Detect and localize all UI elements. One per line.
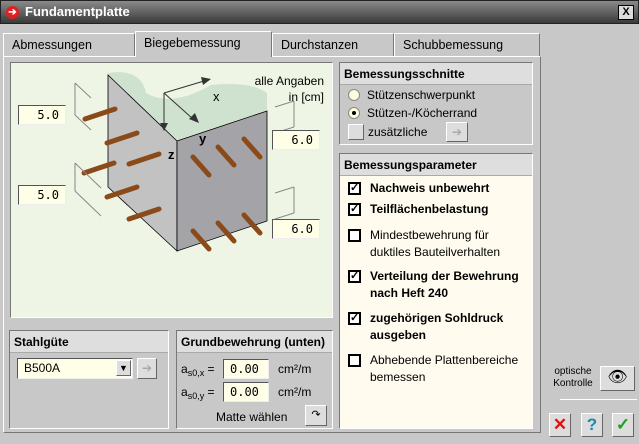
checkbox-checked-icon: ✓ <box>348 182 361 195</box>
chevron-down-icon[interactable]: ▼ <box>116 360 131 376</box>
dim-input-1[interactable]: 5.0 <box>18 105 66 125</box>
divider <box>560 399 637 400</box>
radio-rand[interactable] <box>348 107 360 119</box>
matte-label: Matte wählen <box>216 410 288 424</box>
matte-select-button[interactable]: ↷ <box>305 405 327 426</box>
axes <box>163 80 205 125</box>
zusaetzliche-label: zusätzliche <box>368 125 428 139</box>
radio-schwerpunkt-label: Stützenschwerpunkt <box>367 88 476 102</box>
checkbox-checked-icon: ✓ <box>348 312 361 325</box>
note-line-1: alle Angaben <box>254 74 324 88</box>
axis-y-label: y <box>199 131 207 146</box>
axis-z-label: z <box>168 147 175 162</box>
dim-input-2[interactable]: 5.0 <box>18 185 66 205</box>
radio-schwerpunkt[interactable] <box>348 89 360 101</box>
tab-schubbemessung[interactable]: Schubbemessung <box>394 33 540 57</box>
schnitte-title: Bemessungsschnitte <box>340 63 532 85</box>
rebars <box>81 106 263 252</box>
tab-durchstanzen[interactable]: Durchstanzen <box>272 33 394 57</box>
tab-panel <box>3 56 541 433</box>
help-button[interactable]: ? <box>581 413 603 437</box>
asx-label: as0,x = <box>181 362 215 378</box>
zusaetzliche-arrow-button[interactable]: ➔ <box>446 122 468 142</box>
check-icon: ✓ <box>615 415 631 434</box>
asy-input[interactable]: 0.00 <box>223 382 269 402</box>
stahlguete-value: B500A <box>24 361 61 375</box>
stahlguete-title: Stahlgüte <box>10 331 168 353</box>
asy-label: as0,y = <box>181 385 215 401</box>
asy-unit: cm²/m <box>278 385 312 399</box>
units-note: alle Angaben in [cm] <box>255 73 324 105</box>
asx-unit: cm²/m <box>278 362 312 376</box>
window-title: Fundamentplatte <box>25 4 130 19</box>
apply-arrow-button[interactable]: ➔ <box>137 358 157 379</box>
parameter-group: Bemessungsparameter ✓Nachweis unbewehrt … <box>339 153 533 429</box>
stahlguete-select[interactable]: B500A ▼ <box>17 358 133 379</box>
radio-rand-label: Stützen-/Köcherrand <box>367 106 478 120</box>
axis-x-label: x <box>213 89 220 104</box>
figure-panel: x y z alle Angaben in [cm] 5.0 5.0 6.0 6… <box>10 62 333 318</box>
grundbewehrung-title: Grundbewehrung (unten) <box>177 331 332 353</box>
ok-button[interactable]: ✓ <box>612 413 634 437</box>
checkbox-empty-icon <box>348 354 361 367</box>
dim-input-4[interactable]: 6.0 <box>272 219 320 239</box>
asx-input[interactable]: 0.00 <box>223 359 269 379</box>
tab-biegebemessung[interactable]: Biegebemessung <box>135 31 272 57</box>
axis-arrows <box>160 77 211 131</box>
parameter-title: Bemessungsparameter <box>340 154 532 176</box>
question-icon: ? <box>586 415 598 434</box>
app-arrow-icon: ➔ <box>6 6 19 19</box>
checkbox-checked-icon: ✓ <box>348 203 361 216</box>
foundation-figure: x y z <box>74 72 295 252</box>
checkbox-checked-icon: ✓ <box>348 270 361 283</box>
cancel-button[interactable]: ✕ <box>549 413 571 437</box>
stahlguete-group: Stahlgüte B500A ▼ ➔ <box>9 330 169 429</box>
grundbewehrung-group: Grundbewehrung (unten) as0,x = 0.00 cm²/… <box>176 330 333 429</box>
x-icon: ✕ <box>552 415 568 434</box>
zusaetzliche-checkbox[interactable] <box>348 124 364 140</box>
eye-icon: 👁 <box>607 369 628 386</box>
close-button[interactable]: X <box>618 5 634 20</box>
eye-button[interactable]: 👁 <box>600 366 635 391</box>
schnitte-group: Bemessungsschnitte Stützenschwerpunkt St… <box>339 62 533 145</box>
tab-abmessungen[interactable]: Abmessungen <box>3 33 135 57</box>
dim-input-3[interactable]: 6.0 <box>272 130 320 150</box>
note-line-2: in [cm] <box>288 90 324 104</box>
checkbox-empty-icon <box>348 229 361 242</box>
title-bar: ➔ Fundamentplatte X <box>0 0 639 24</box>
slab-surface <box>108 72 267 141</box>
